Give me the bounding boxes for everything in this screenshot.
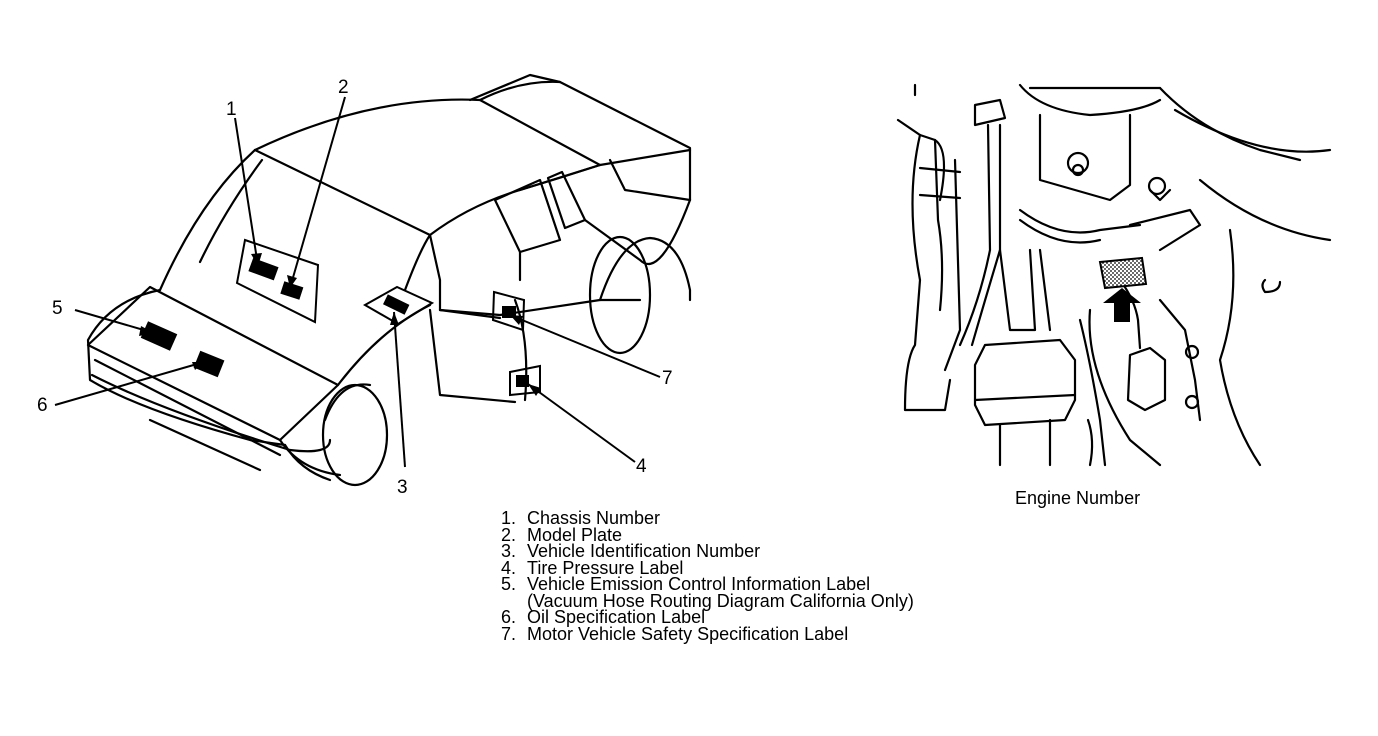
engine-number-arrow xyxy=(1103,288,1141,322)
legend-item: 5. Vehicle Emission Control Information L… xyxy=(501,574,914,594)
legend-number: 5. xyxy=(501,574,517,594)
emission-control-label xyxy=(140,321,178,351)
engine-number-pad xyxy=(1098,256,1148,290)
tire-pressure-label xyxy=(516,375,529,387)
legend-item-note: (Vacuum Hose Routing Diagram California … xyxy=(501,590,914,611)
legend-text: Motor Vehicle Safety Specification Label xyxy=(527,623,849,644)
legend-item: 6. Oil Specification Label xyxy=(501,607,914,627)
legend-number: 4. xyxy=(501,557,517,578)
engine-illustration xyxy=(896,83,1332,467)
leader-lines xyxy=(54,96,661,468)
legend-text: Vehicle Identification Number xyxy=(527,541,761,561)
legend-item: 3. Vehicle Identification Number xyxy=(501,541,914,561)
callout-5: 5 xyxy=(52,298,63,319)
callout-2: 2 xyxy=(338,77,349,98)
chassis-number-label xyxy=(248,257,279,281)
legend-number: 2. xyxy=(501,524,517,545)
legend-text: Oil Specification Label xyxy=(527,607,706,627)
legend-number: 3. xyxy=(501,541,517,561)
legend-item: 7. Motor Vehicle Safety Specification Lab… xyxy=(501,623,914,644)
legend-item: 2. Model Plate xyxy=(501,524,914,545)
legend-list: 1. Chassis Number 2. Model Plate 3. Vehicle… xyxy=(501,508,914,644)
legend-number: 6. xyxy=(501,607,517,627)
legend-item: 4. Tire Pressure Label xyxy=(501,557,914,578)
chassis-and-model-plate-panel xyxy=(235,238,320,324)
legend-number: 7. xyxy=(501,623,517,644)
safety-spec-panel xyxy=(491,290,526,332)
vin-label xyxy=(383,294,410,315)
callout-1: 1 xyxy=(226,99,237,120)
callout-4: 4 xyxy=(636,456,647,477)
callout-7: 7 xyxy=(662,368,673,389)
leader-arrowheads xyxy=(139,253,541,396)
legend-text: Model Plate xyxy=(527,524,623,545)
model-plate-label xyxy=(280,281,304,300)
legend-item: 1. Chassis Number xyxy=(501,508,914,528)
callout-6: 6 xyxy=(37,395,48,416)
callout-3: 3 xyxy=(397,477,408,498)
legend-text: Chassis Number xyxy=(527,508,661,528)
oil-specification-label xyxy=(193,350,225,378)
legend-text: Vehicle Emission Control Information Lab… xyxy=(527,574,871,594)
legend-text: Tire Pressure Label xyxy=(527,557,684,578)
legend-number: 1. xyxy=(501,508,517,528)
engine-number-caption: Engine Number xyxy=(1015,488,1141,508)
legend-text: (Vacuum Hose Routing Diagram California … xyxy=(527,590,914,611)
vin-panel xyxy=(362,285,435,326)
car-illustration xyxy=(86,73,692,487)
